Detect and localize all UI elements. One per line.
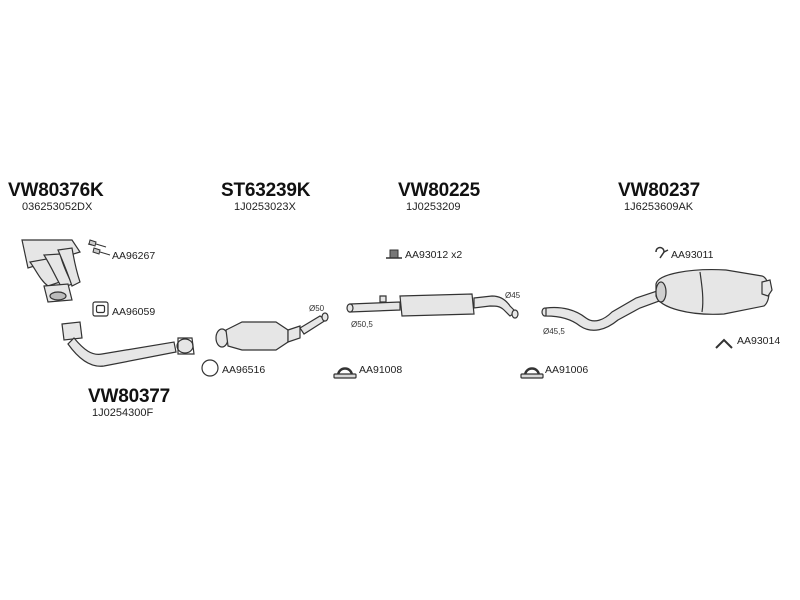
- oe-number-front-pipe: 1J0254300F: [92, 407, 154, 419]
- front-pipe[interactable]: [61, 321, 195, 367]
- accessory-label-aa91006: AA91006: [545, 364, 589, 376]
- ring-gasket-icon[interactable]: [201, 359, 219, 377]
- accessory-label-aa91008: AA91008: [359, 364, 403, 376]
- dimension-rear-inlet: Ø45,5: [543, 327, 565, 336]
- oe-number-center-silencer: 1J0253209: [406, 201, 461, 213]
- accessory-label-aa93014: AA93014: [737, 335, 781, 347]
- dimension-cat-outlet: Ø50: [309, 304, 325, 313]
- accessory-label-aa93012: AA93012 x2: [405, 249, 463, 261]
- center-silencer[interactable]: [346, 293, 519, 319]
- part-number-manifold: VW80376K: [8, 180, 104, 201]
- accessory-label-aa93011: AA93011: [671, 249, 714, 261]
- dimension-mid-inlet: Ø50,5: [351, 320, 373, 329]
- part-number-catalyst: ST63239K: [221, 180, 311, 201]
- oe-number-rear-silencer: 1J6253609AK: [624, 201, 694, 213]
- rear-silencer[interactable]: [541, 269, 773, 331]
- clamp-icon-2[interactable]: [520, 367, 544, 379]
- bracket-icon[interactable]: [715, 338, 733, 349]
- exhaust-manifold[interactable]: [21, 239, 81, 303]
- catalytic-converter[interactable]: [215, 312, 329, 351]
- part-number-front-pipe: VW80377: [88, 386, 171, 407]
- part-number-center-silencer: VW80225: [398, 180, 481, 201]
- oe-number-catalyst: 1J0253023X: [234, 201, 296, 213]
- part-number-rear-silencer: VW80237: [618, 180, 701, 201]
- accessory-label-aa96267: AA96267: [112, 250, 156, 262]
- bolt-set-icon[interactable]: [87, 239, 111, 256]
- accessory-label-aa96059: AA96059: [112, 306, 156, 318]
- clamp-icon-1[interactable]: [333, 367, 357, 379]
- gasket-square-icon[interactable]: [92, 301, 109, 317]
- dimension-mid-outlet: Ø45: [505, 291, 521, 300]
- rubber-mount-icon[interactable]: [386, 249, 402, 259]
- accessory-label-aa96516: AA96516: [222, 364, 266, 376]
- oe-number-manifold: 036253052DX: [22, 201, 93, 213]
- hanger-icon[interactable]: [655, 246, 669, 259]
